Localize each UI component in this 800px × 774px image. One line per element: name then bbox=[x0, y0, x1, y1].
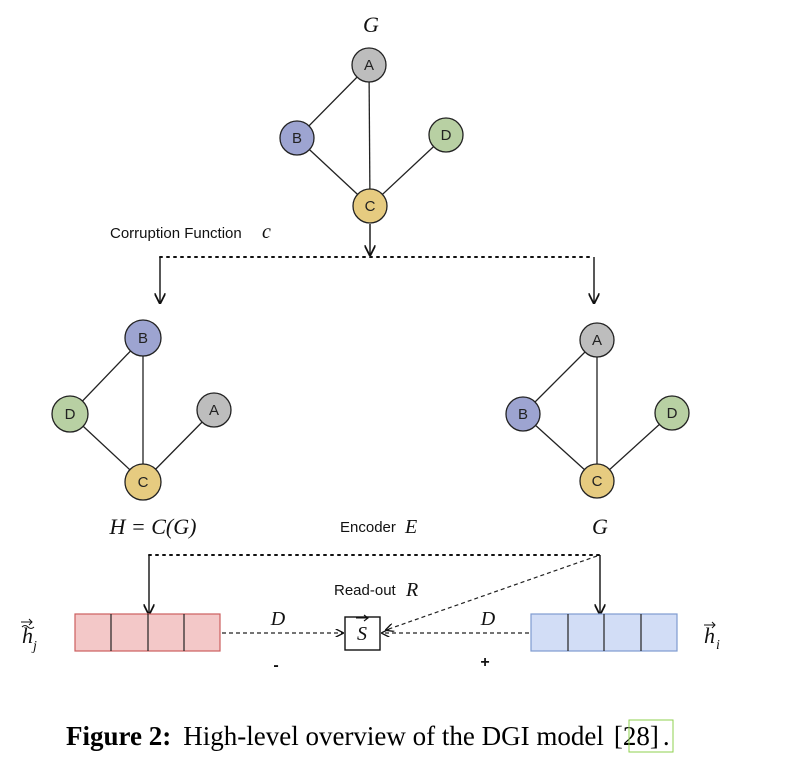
svg-text:C: C bbox=[592, 473, 603, 490]
top-node-a: A bbox=[351, 47, 387, 83]
readout-symbol: R bbox=[405, 579, 418, 601]
left-node-a: A bbox=[196, 392, 232, 428]
negative-embedding-label: h j bbox=[21, 618, 37, 654]
right-node-b: B bbox=[505, 396, 541, 432]
readout-text: Read-out bbox=[334, 582, 397, 599]
svg-text:h: h bbox=[704, 623, 715, 648]
right-graph-label: G bbox=[592, 514, 608, 539]
top-node-b: B bbox=[279, 120, 315, 156]
svg-text:A: A bbox=[209, 402, 219, 419]
summary-symbol: S bbox=[357, 623, 367, 645]
citation-link-box[interactable] bbox=[628, 719, 674, 753]
left-node-d: D bbox=[51, 395, 89, 433]
left-graph-label: H = C(G) bbox=[109, 514, 197, 539]
discriminator-right-label: D bbox=[480, 608, 496, 630]
vector-arrow-icon bbox=[704, 621, 716, 629]
summary-vector: S bbox=[344, 614, 381, 651]
negative-embedding bbox=[74, 613, 221, 652]
negative-sign: - bbox=[273, 657, 278, 674]
svg-text:D: D bbox=[441, 127, 452, 144]
corruption-symbol: c bbox=[262, 221, 271, 243]
caption-text: High-level overview of the DGI model bbox=[183, 721, 604, 751]
readout-label: Read-out R bbox=[334, 579, 418, 601]
right-node-a: A bbox=[579, 322, 615, 358]
tilde-icon bbox=[21, 625, 35, 629]
svg-text:B: B bbox=[138, 330, 148, 347]
svg-text:Figure 2: High-level ove: Figure 2: High-level overview of the DGI… bbox=[66, 721, 670, 751]
left-graph: B D A C H = C(G) bbox=[51, 319, 232, 539]
figure-caption: Figure 2: High-level overview of the DGI… bbox=[66, 719, 674, 753]
top-node-c: C bbox=[352, 188, 388, 224]
left-node-c: C bbox=[124, 463, 162, 501]
positive-sign: + bbox=[480, 654, 489, 671]
top-graph: G A B D C bbox=[279, 12, 464, 224]
svg-text:B: B bbox=[292, 130, 302, 147]
right-graph: A B D C G bbox=[505, 322, 690, 539]
svg-text:A: A bbox=[592, 332, 602, 349]
svg-text:D: D bbox=[65, 406, 76, 423]
svg-text:i: i bbox=[716, 638, 720, 653]
svg-text:A: A bbox=[364, 57, 374, 74]
encoder-symbol: E bbox=[404, 516, 417, 538]
discriminator-left-label: D bbox=[270, 608, 286, 630]
top-node-d: D bbox=[428, 117, 464, 153]
caption-prefix: Figure 2: bbox=[66, 721, 171, 751]
encoder-label: Encoder E bbox=[340, 516, 417, 538]
svg-text:C: C bbox=[365, 198, 376, 215]
vector-arrow-icon bbox=[21, 618, 33, 626]
right-node-d: D bbox=[654, 395, 690, 431]
encoder-text: Encoder bbox=[340, 519, 396, 536]
right-node-c: C bbox=[579, 463, 615, 499]
caption-suffix: . bbox=[663, 721, 670, 751]
svg-text:j: j bbox=[31, 639, 37, 654]
edge-a-c bbox=[368, 64, 371, 207]
left-node-b: B bbox=[124, 319, 162, 357]
summary-vector-arrow-icon bbox=[356, 614, 369, 622]
svg-text:D: D bbox=[667, 405, 678, 422]
svg-text:h: h bbox=[22, 623, 33, 648]
corruption-label: Corruption Function c bbox=[110, 221, 271, 243]
svg-text:C: C bbox=[138, 474, 149, 491]
svg-text:B: B bbox=[518, 406, 528, 423]
corruption-text: Corruption Function bbox=[110, 225, 242, 242]
positive-embedding-label: h i bbox=[704, 621, 720, 653]
caption-citation: [28] bbox=[614, 721, 659, 751]
positive-embedding bbox=[530, 613, 678, 652]
readout-arrow bbox=[386, 555, 598, 630]
top-graph-title: G bbox=[363, 12, 379, 37]
